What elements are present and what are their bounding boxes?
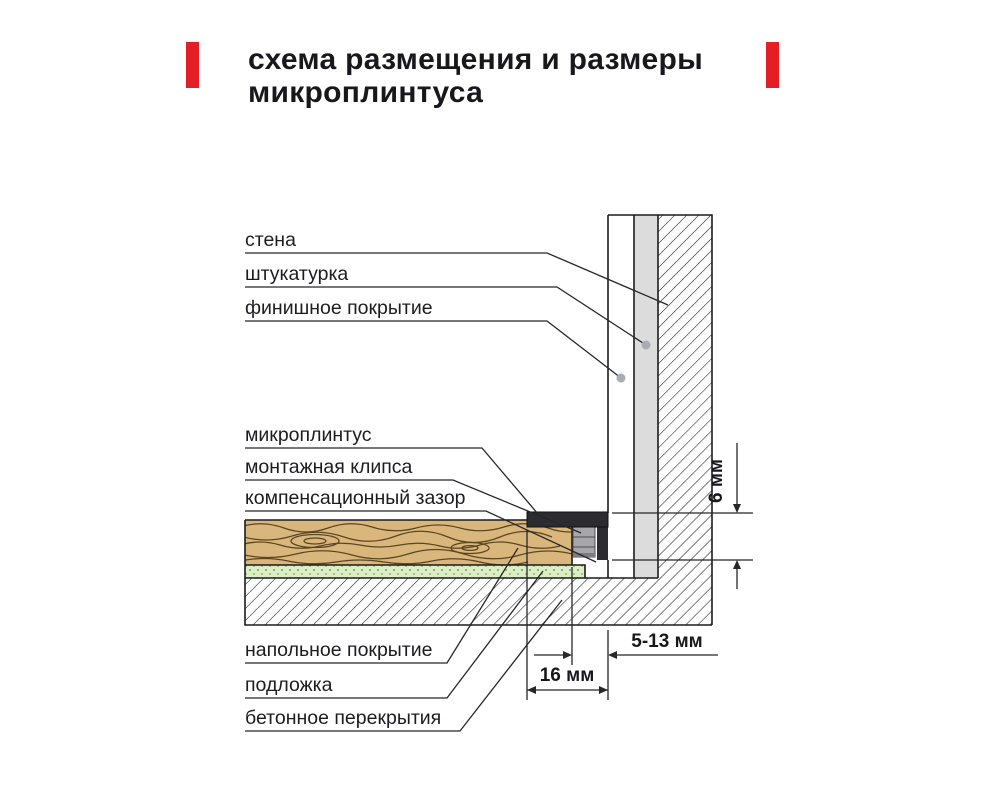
wall-callouts: стена штукатурка финишное покрытие bbox=[245, 229, 669, 383]
floor-callouts: напольное покрытие подложка бетонное пер… bbox=[245, 547, 563, 732]
concrete-slab-section bbox=[245, 578, 658, 625]
leader-plaster bbox=[245, 286, 647, 346]
arrow-up-icon bbox=[733, 560, 741, 569]
label-plaster: штукатурка bbox=[245, 263, 348, 285]
leader-mounting-clip bbox=[245, 479, 582, 534]
label-compensation-gap: компенсационный зазор bbox=[245, 487, 466, 509]
arrow-right-icon bbox=[563, 651, 572, 659]
leader-floor-covering bbox=[245, 547, 519, 664]
arrow-left-icon bbox=[608, 651, 617, 659]
dimension-gap-width: 5-13 мм bbox=[534, 567, 718, 700]
leader-dot-finish-coat bbox=[616, 373, 626, 383]
skirting-vertical-leg bbox=[597, 527, 608, 560]
micro-skirting-assembly bbox=[526, 511, 609, 560]
label-wall: стена bbox=[245, 229, 296, 251]
leader-dot-plaster bbox=[641, 340, 651, 350]
label-underlay: подложка bbox=[245, 674, 333, 696]
leader-wall bbox=[245, 252, 669, 306]
underlay-speckle bbox=[245, 565, 585, 578]
title-accent-bar-left bbox=[186, 42, 199, 88]
plaster-section bbox=[634, 215, 658, 578]
floor-assembly bbox=[244, 519, 712, 626]
header: схема размещения и размеры микроплинтуса bbox=[186, 42, 779, 109]
page-title-line-1: схема размещения и размеры bbox=[248, 43, 703, 76]
dimension-skirting-width: 16 мм bbox=[526, 530, 608, 700]
arrow-right-icon bbox=[599, 686, 608, 694]
leader-concrete-slab bbox=[245, 599, 563, 732]
dimension-text-skirting-height: 6 мм bbox=[706, 459, 727, 503]
leader-underlay bbox=[245, 570, 544, 699]
page-title-line-2: микроплинтуса bbox=[248, 76, 483, 109]
label-mounting-clip: монтажная клипса bbox=[245, 456, 413, 478]
label-micro-skirting: микроплинтус bbox=[245, 424, 372, 446]
arrow-down-icon bbox=[733, 504, 741, 513]
leader-compensation-gap bbox=[245, 510, 597, 563]
arrow-left-icon bbox=[527, 686, 536, 694]
wall-assembly bbox=[608, 215, 712, 625]
finish-coat-section bbox=[608, 215, 634, 578]
leader-micro-skirting bbox=[245, 447, 539, 515]
skirting-callouts: микроплинтус монтажная клипса компенсаци… bbox=[245, 424, 597, 563]
floor-covering-section bbox=[245, 520, 572, 565]
dimension-text-skirting-width: 16 мм bbox=[540, 665, 595, 686]
dimension-skirting-height: 6 мм bbox=[612, 443, 753, 589]
wall-section bbox=[658, 215, 712, 625]
title-accent-bar-right bbox=[766, 42, 779, 88]
leader-finish-coat bbox=[245, 320, 622, 379]
label-concrete-slab: бетонное перекрытия bbox=[245, 707, 441, 729]
dimension-text-gap-width: 5-13 мм bbox=[631, 631, 702, 652]
label-floor-covering: напольное покрытие bbox=[245, 639, 432, 661]
label-finish-coat: финишное покрытие bbox=[245, 297, 433, 319]
micro-skirting-profile bbox=[526, 511, 609, 528]
wall-outlines bbox=[607, 214, 713, 625]
clip-foot bbox=[573, 553, 595, 557]
